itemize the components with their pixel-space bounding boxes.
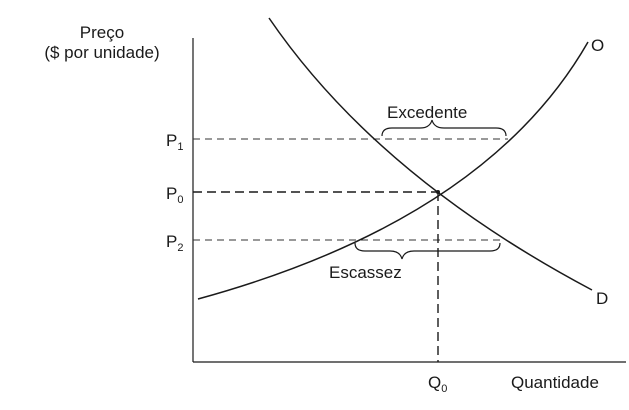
y-tick-p1-base: P	[166, 131, 177, 150]
x-tick-q0-base: Q	[428, 373, 441, 392]
escassez-label: Escassez	[329, 263, 402, 282]
y-axis-title-line1: Preço	[80, 23, 124, 42]
excedente-brace	[381, 119, 507, 137]
escassez-brace	[354, 242, 501, 260]
y-tick-p2-sub: 2	[177, 242, 183, 254]
equilibrium-point	[436, 190, 440, 194]
supply-curve-label: O	[591, 36, 604, 55]
excedente-label: Excedente	[387, 103, 467, 122]
x-axis-title: Quantidade	[511, 373, 599, 392]
demand-curve-d	[268, 17, 593, 291]
y-tick-p2-base: P	[166, 232, 177, 251]
x-tick-q0-sub: 0	[441, 383, 447, 395]
y-tick-p1-sub: 1	[177, 141, 183, 153]
y-axis-title-line2: ($ por unidade)	[44, 43, 159, 62]
y-tick-p0-base: P	[166, 184, 177, 203]
demand-curve-label: D	[596, 289, 608, 308]
y-tick-p1: P1	[166, 131, 183, 153]
x-tick-q0: Q0	[428, 373, 447, 395]
supply-curve-o	[197, 41, 589, 300]
y-tick-p0: P0	[166, 184, 183, 206]
y-tick-p0-sub: 0	[177, 194, 183, 206]
y-tick-p2: P2	[166, 232, 183, 254]
